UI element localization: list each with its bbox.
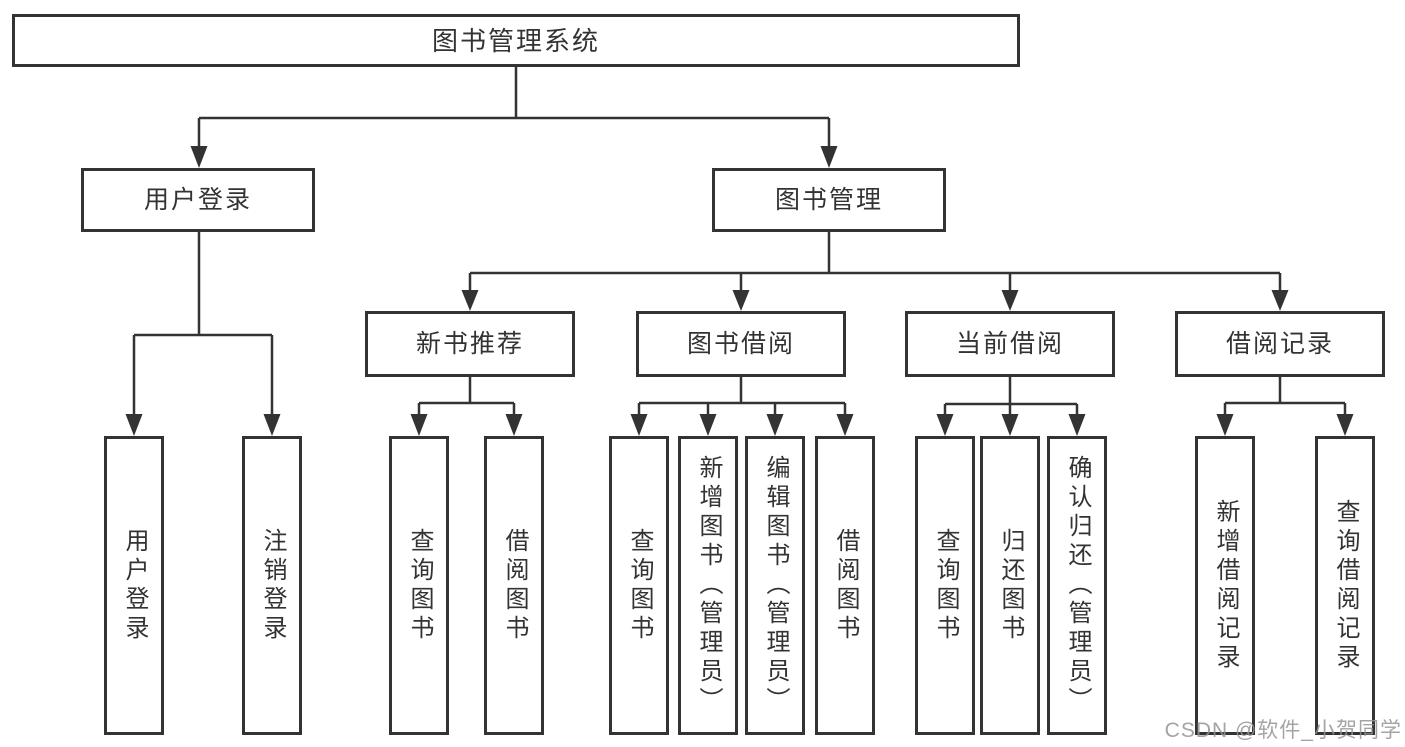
connector-book-management-to-level3: [461, 232, 1289, 311]
node-leaf-confirm-return-admin: 确认归还（管理员）: [1047, 436, 1107, 735]
connector-borrowing-records-to-leaves: [1216, 377, 1354, 436]
node-leaf-logout: 注销登录: [242, 436, 302, 735]
node-label: 用户登录: [143, 185, 252, 214]
node-label: 查询借阅记录: [1332, 498, 1359, 673]
connector-book-borrowing-to-leaves: [630, 377, 854, 436]
node-label: 新增图书（管理员）: [695, 455, 722, 716]
connector-user-login-to-leaves: [125, 232, 281, 436]
node-label: 图书管理: [774, 185, 883, 214]
node-label: 借阅图书: [501, 527, 528, 644]
node-borrowing-records: 借阅记录: [1175, 311, 1385, 377]
node-library-management-system: 图书管理系统: [12, 14, 1020, 67]
node-label: 借阅图书: [832, 527, 859, 644]
node-label: 用户登录: [121, 527, 148, 644]
node-user-login: 用户登录: [81, 168, 315, 232]
node-label: 查询图书: [932, 527, 959, 644]
node-label: 归还图书: [997, 527, 1024, 644]
arrowhead-icon: [410, 414, 523, 436]
arrowhead-icon: [936, 414, 1086, 436]
arrowhead-icon: [461, 290, 1289, 311]
node-leaf-query-books-borrowing: 查询图书: [609, 436, 669, 735]
node-leaf-borrow-books: 借阅图书: [815, 436, 875, 735]
node-label: 当前借阅: [955, 329, 1064, 358]
node-label: 新增借阅记录: [1212, 498, 1239, 673]
node-book-borrowing: 图书借阅: [636, 311, 846, 377]
node-leaf-add-books-admin: 新增图书（管理员）: [678, 436, 738, 735]
connector-current-borrowing-to-leaves: [936, 377, 1086, 436]
node-label: 查询图书: [406, 527, 433, 644]
node-label: 注销登录: [259, 527, 286, 644]
arrowhead-icon: [1216, 414, 1354, 436]
node-leaf-return-books: 归还图书: [980, 436, 1040, 735]
node-label: 查询图书: [626, 527, 653, 644]
node-label: 编辑图书（管理员）: [762, 455, 789, 716]
arrowhead-icon: [630, 414, 854, 436]
node-label: 图书借阅: [686, 329, 795, 358]
node-leaf-query-books-recommendation: 查询图书: [389, 436, 449, 735]
arrowhead-icon: [125, 414, 281, 436]
connector-new-book-recommendation-to-leaves: [410, 377, 523, 436]
node-book-management: 图书管理: [712, 168, 946, 232]
node-leaf-add-borrow-record: 新增借阅记录: [1195, 436, 1255, 735]
node-leaf-query-books-current: 查询图书: [915, 436, 975, 735]
node-label: 确认归还（管理员）: [1064, 455, 1091, 716]
node-leaf-edit-books-admin: 编辑图书（管理员）: [745, 436, 805, 735]
node-label: 借阅记录: [1225, 329, 1334, 358]
node-new-book-recommendation: 新书推荐: [365, 311, 575, 377]
node-label: 图书管理系统: [431, 25, 600, 56]
node-leaf-borrow-books-recommendation: 借阅图书: [484, 436, 544, 735]
node-label: 新书推荐: [415, 329, 524, 358]
connector-root-to-level2: [190, 66, 838, 168]
node-leaf-user-login: 用户登录: [104, 436, 164, 735]
watermark-text: CSDN @软件_小贺同学: [1164, 719, 1402, 742]
arrowhead-icon: [190, 146, 838, 168]
node-current-borrowing: 当前借阅: [905, 311, 1115, 377]
node-leaf-query-borrow-record: 查询借阅记录: [1315, 436, 1375, 735]
